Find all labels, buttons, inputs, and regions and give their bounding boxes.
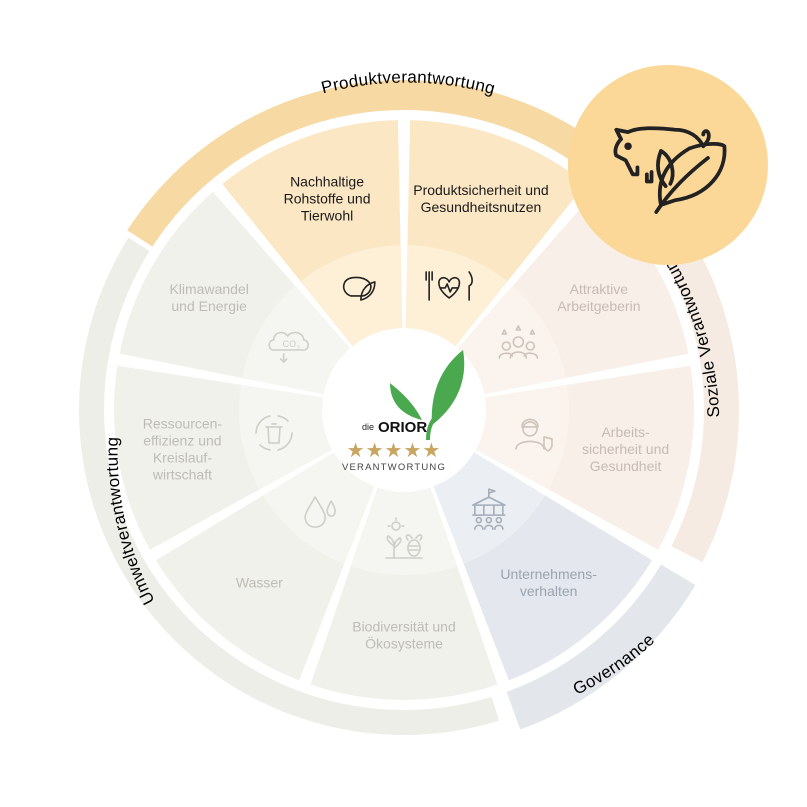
ring-umweltverantwortung	[78, 237, 500, 735]
segment-label-line: Produktsicherheit und	[413, 182, 548, 198]
segment-label-line: und Energie	[171, 298, 247, 314]
heart-cutlery-icon	[425, 271, 473, 301]
logo-stem	[426, 417, 436, 441]
segment-wasser[interactable]: Wasser	[155, 452, 375, 681]
segment-inner	[262, 452, 375, 564]
segment-label-line: Kreislauf-	[153, 450, 212, 466]
segment-label: Wasser	[236, 574, 283, 590]
segment-inner	[242, 285, 350, 395]
worker-shield-icon	[515, 418, 553, 452]
ring-governance	[506, 564, 696, 730]
co2-subscript: 2	[297, 346, 301, 352]
logo-prefix: die	[362, 422, 374, 432]
segment-label-line: Gesundheitsnutzen	[421, 199, 542, 215]
institution-people-icon	[472, 488, 506, 530]
segment-inner	[239, 384, 333, 490]
logo-name: ORIOR	[378, 419, 427, 436]
segment-label-line: Biodiversität und	[352, 619, 456, 635]
team-stars-icon	[498, 325, 539, 359]
segment-label-line: Nachhaltige	[290, 174, 364, 190]
segment-label-line: Attraktive	[570, 281, 629, 297]
recycle-bin-icon	[255, 415, 293, 451]
water-drops-icon	[304, 496, 336, 528]
segment-label-line: Unternehmens-	[500, 566, 597, 582]
pig-leaf-icon	[342, 276, 376, 301]
segment-label-line: Arbeitgeberin	[557, 298, 640, 314]
segment-shape	[310, 487, 498, 700]
segment-label-line: Ressourcen-	[143, 416, 223, 432]
segment-label-line: Ökosysteme	[365, 635, 443, 652]
segment-inner	[405, 245, 508, 347]
logo-tagline: VERANTWORTUNG	[342, 462, 446, 473]
segment-label-line: sicherheit und	[582, 441, 669, 457]
orior-logo: die ORIOR ★★★★★ VERANTWORTUNG	[326, 332, 482, 488]
segment-inner	[475, 384, 569, 490]
logo-leaf-small	[390, 383, 422, 420]
segment-label-line: Klimawandel	[169, 281, 248, 297]
ring-soziale-verantwortung	[663, 242, 740, 563]
segment-unternehmensverhalten[interactable]: Unternehmens-verhalten	[433, 452, 653, 681]
segment-label-line: Wasser	[236, 574, 283, 590]
segment-label-line: wirtschaft	[152, 467, 212, 483]
segment-label: Unternehmens-verhalten	[500, 566, 597, 599]
segment-inner	[433, 452, 546, 564]
ring-produktverantwortung	[127, 80, 678, 247]
logo-leaf-large	[431, 350, 465, 425]
co2-text: CO	[283, 339, 297, 349]
segment-inner	[458, 285, 566, 395]
segment-label-line: Tierwohl	[301, 208, 353, 224]
segment-label-line: effizienz und	[143, 433, 221, 449]
highlight-badge	[568, 65, 768, 265]
bee-plant-icon	[385, 517, 423, 559]
logo-stars: ★★★★★	[347, 440, 442, 462]
segment-inner	[350, 487, 458, 575]
segment-label-line: Rohstoffe und	[284, 191, 371, 207]
segment-label-line: Gesundheit	[590, 458, 662, 474]
segment-label-line: Arbeits-	[601, 424, 650, 440]
segment-label-line: verhalten	[520, 583, 578, 599]
pig-leaf-icon	[613, 126, 727, 214]
